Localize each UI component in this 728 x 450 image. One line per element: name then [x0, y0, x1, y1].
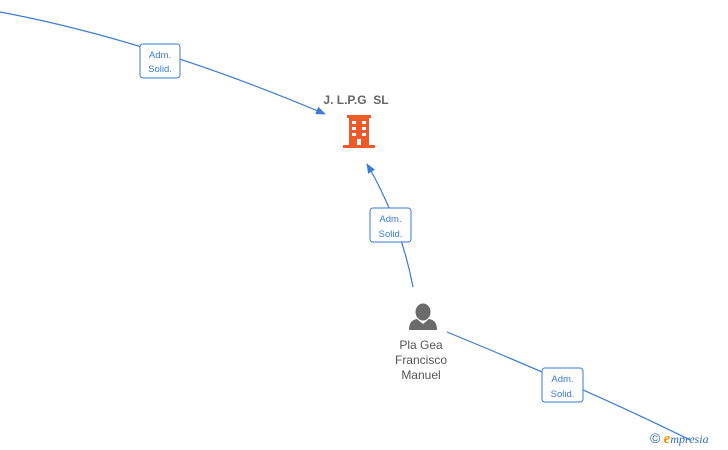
edge-line-bottom	[446, 331, 691, 441]
brand-name: empresia	[663, 431, 709, 447]
edge-label-bottom[interactable]: Adm. Solid.	[541, 367, 584, 403]
edge-label-middle[interactable]: Adm. Solid.	[369, 207, 412, 243]
person-icon[interactable]	[409, 303, 437, 331]
company-name[interactable]: J. L.P.G SL	[323, 93, 389, 107]
person-name-line2: Francisco	[394, 353, 447, 367]
edge-label-top[interactable]: Adm. Solid.	[139, 43, 181, 79]
edge-label-middle-line2: Solid.	[379, 229, 403, 240]
edge-label-bottom-line1: Adm.	[551, 374, 573, 385]
empresia-watermark: © empresia	[650, 430, 709, 448]
brand-initial: e	[663, 431, 671, 447]
person-name-line3: Manuel	[401, 368, 441, 382]
copyright-symbol: ©	[650, 430, 661, 446]
edge-label-top-line2: Solid.	[148, 64, 172, 75]
edge-label-top-line1: Adm.	[149, 50, 171, 61]
person-name-line1: Pla Gea	[399, 338, 443, 352]
edge-label-bottom-line2: Solid.	[551, 389, 575, 400]
building-icon[interactable]	[343, 115, 375, 148]
person-name[interactable]: Pla Gea Francisco Manuel	[370, 338, 472, 383]
brand-rest: mpresia	[670, 432, 709, 446]
edge-label-middle-line1: Adm.	[379, 214, 401, 225]
